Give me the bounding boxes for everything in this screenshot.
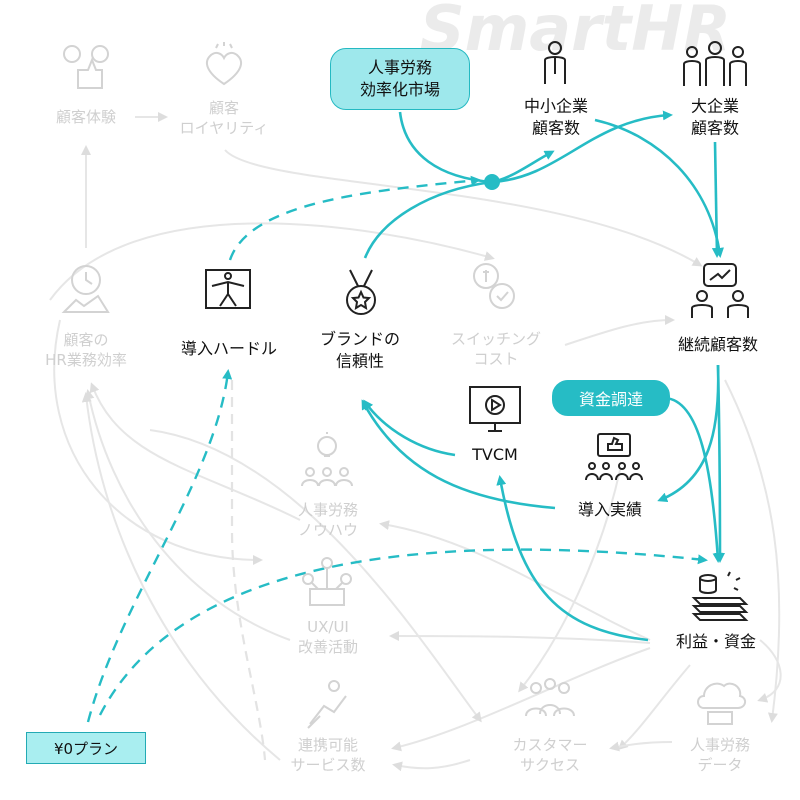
edge-tvcm-to-brand: [363, 399, 456, 457]
edge-linked-to-hr-eff: [81, 392, 281, 761]
edge-profit-to-knowhow: [379, 520, 651, 641]
node-tvcm: TVCM: [472, 445, 518, 465]
node-hr-efficiency-market: 人事労務 効率化市場: [330, 48, 470, 110]
edge-profit-to-linked: [391, 647, 651, 752]
hr-data-cloud-icon: [697, 682, 746, 725]
switching-cost-icon: [473, 263, 515, 309]
edge-knowhow-to-hr-eff: [89, 382, 301, 521]
node-customer-experience: 顧客体験: [55, 107, 117, 126]
loyalty-heart-icon: [206, 42, 242, 86]
dashed-edges: [86, 175, 708, 723]
node-hr-knowhow: 人事労務 ノウハウ: [297, 500, 359, 539]
edge-dashed-faded: [230, 380, 267, 761]
hr-efficiency-clock-icon: [61, 265, 110, 313]
edge-profit-to-hrdata-side: [757, 639, 782, 703]
edge-retained-to-profit: [714, 364, 725, 563]
edge-large-to-retained: [711, 141, 722, 258]
customer-experience-icon: [63, 45, 109, 89]
node-entry-hurdle: 導入ハードル: [180, 339, 278, 359]
node-uxui-improvement: UX/UI 改善活動: [297, 617, 359, 656]
edge-curve-through-hurdle: [149, 429, 482, 723]
brand-medal-icon: [346, 269, 376, 315]
knowhow-bulb-icon: [301, 432, 353, 487]
profit-money-icon: [691, 571, 749, 621]
node-linked-services: 連携可能 サービス数: [290, 735, 366, 774]
brand-watermark: SmartHR: [420, 0, 731, 65]
linked-services-icon: [307, 680, 347, 729]
edge-loyalty-to-retained: [224, 149, 703, 267]
edge-hrdata-to-success: [609, 741, 673, 752]
uxui-improvement-icon: [302, 557, 352, 606]
node-track-record: 導入実績: [577, 500, 643, 520]
node-customer-hr-efficiency: 顧客の HR業務効率: [45, 330, 127, 369]
edge-plan-to-profit: [98, 548, 708, 716]
edge-curve-mid-right: [518, 469, 621, 693]
edge-curve-lower-left: [53, 319, 263, 565]
edge-funding-to-profit: [664, 396, 723, 563]
edge-success-to-linked: [392, 759, 471, 772]
edge-hub-to-large: [491, 110, 673, 184]
node-customer-success: カスタマー サクセス: [512, 735, 588, 774]
track-record-icon: [585, 433, 643, 481]
smb-person-icon: [544, 41, 566, 84]
node-profit-funds: 利益・資金: [675, 632, 757, 652]
node-funding: 資金調達: [552, 380, 670, 416]
large-enterprise-group-icon: [683, 41, 747, 86]
edge-profit-to-success: [617, 664, 691, 751]
node-hr-data: 人事労務 データ: [689, 735, 751, 774]
node-retained-customers: 継続顧客数: [677, 335, 759, 355]
edge-sweep-to-switching: [49, 222, 495, 301]
edge-uxui-to-hr-eff: [84, 389, 291, 641]
entry-hurdle-icon: [205, 269, 251, 309]
edge-brand-to-hub: [363, 180, 493, 259]
edge-hurdle-to-hub: [228, 175, 481, 261]
node-free-plan: ¥0プラン: [26, 732, 146, 764]
edge-retained-to-hrdata: [724, 379, 781, 723]
node-brand-trust: ブランドの 信頼性: [319, 329, 401, 370]
node-large-customers: 大企業 顧客数: [690, 96, 740, 137]
edge-smb-to-retained: [594, 118, 724, 258]
edge-track-to-brand: [361, 399, 556, 510]
node-switching-cost: スイッチング コスト: [450, 329, 542, 368]
edge-profit-to-uxui: [389, 631, 651, 644]
customer-success-icon: [525, 678, 575, 717]
retained-customers-icon: [691, 263, 749, 318]
active-edges: [361, 110, 725, 642]
edge-market-to-hub: [398, 111, 493, 184]
faded-edges: [49, 112, 782, 772]
edge-plan-to-hurdle: [86, 369, 233, 723]
node-customer-loyalty: 顧客 ロイヤリティ: [179, 98, 269, 137]
edge-profit-to-tvcm: [496, 475, 649, 642]
tvcm-monitor-icon: [469, 386, 521, 432]
node-smb-customers: 中小企業 顧客数: [523, 96, 589, 137]
edge-switching-to-retained: [564, 315, 675, 346]
hub-node: [484, 174, 500, 190]
